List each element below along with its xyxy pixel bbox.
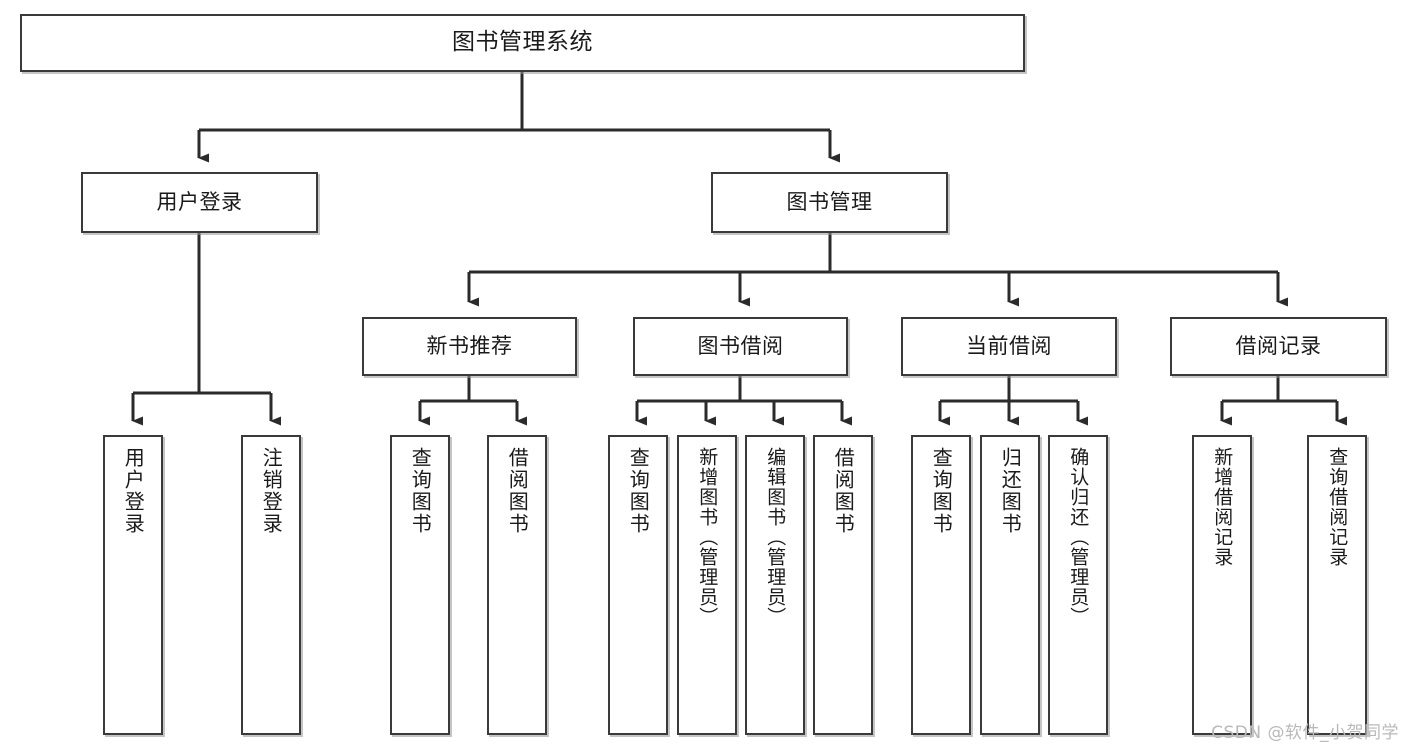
node-label: 借阅图书	[831, 447, 856, 535]
node-label: 归还图书	[998, 447, 1023, 535]
leaf-return-book[interactable]: 归还图书	[980, 435, 1040, 735]
node-label: 借阅图书	[505, 447, 530, 535]
node-new-book-recommend[interactable]: 新书推荐	[362, 317, 577, 376]
leaf-borrow-book-borrow[interactable]: 借阅图书	[813, 435, 873, 735]
node-label: 图书借阅	[697, 333, 784, 358]
node-label: 借阅记录	[1235, 333, 1322, 358]
node-label: 查询图书	[929, 447, 954, 535]
node-book-management[interactable]: 图书管理	[711, 172, 948, 233]
leaf-borrow-book-recommend[interactable]: 借阅图书	[487, 435, 547, 735]
node-borrow-record[interactable]: 借阅记录	[1170, 317, 1387, 376]
leaf-user-login[interactable]: 用户登录	[103, 435, 163, 735]
node-label: 新书推荐	[426, 333, 513, 358]
node-label: 用户登录	[156, 189, 243, 214]
csdn-watermark: CSDN @软件_小贺同学	[1211, 723, 1399, 743]
node-label: 新增图书（管理员）	[696, 447, 719, 627]
node-book-borrow[interactable]: 图书借阅	[633, 317, 848, 376]
node-user-login[interactable]: 用户登录	[81, 172, 318, 233]
node-label: 图书管理系统	[452, 29, 593, 56]
leaf-logout-login[interactable]: 注销登录	[241, 435, 301, 735]
leaf-query-book-recommend[interactable]: 查询图书	[390, 435, 450, 735]
node-label: 图书管理	[786, 189, 873, 214]
node-label: 用户登录	[121, 447, 146, 535]
node-label: 查询图书	[626, 447, 651, 535]
node-root-book-management-system[interactable]: 图书管理系统	[20, 14, 1025, 72]
leaf-query-book-current[interactable]: 查询图书	[911, 435, 971, 735]
leaf-add-borrow-record[interactable]: 新增借阅记录	[1192, 435, 1252, 735]
leaf-add-book-admin[interactable]: 新增图书（管理员）	[677, 435, 737, 735]
leaf-query-book-borrow[interactable]: 查询图书	[608, 435, 668, 735]
node-label: 新增借阅记录	[1211, 447, 1234, 567]
node-label: 编辑图书（管理员）	[764, 447, 787, 627]
leaf-confirm-return-admin[interactable]: 确认归还（管理员）	[1048, 435, 1108, 735]
leaf-query-borrow-record[interactable]: 查询借阅记录	[1307, 435, 1367, 735]
node-label: 当前借阅	[966, 333, 1052, 358]
node-label: 查询借阅记录	[1326, 447, 1349, 567]
leaf-edit-book-admin[interactable]: 编辑图书（管理员）	[745, 435, 805, 735]
node-label: 注销登录	[259, 447, 284, 535]
node-label: 确认归还（管理员）	[1067, 447, 1090, 627]
node-label: 查询图书	[408, 447, 433, 535]
node-current-borrow[interactable]: 当前借阅	[901, 317, 1117, 376]
